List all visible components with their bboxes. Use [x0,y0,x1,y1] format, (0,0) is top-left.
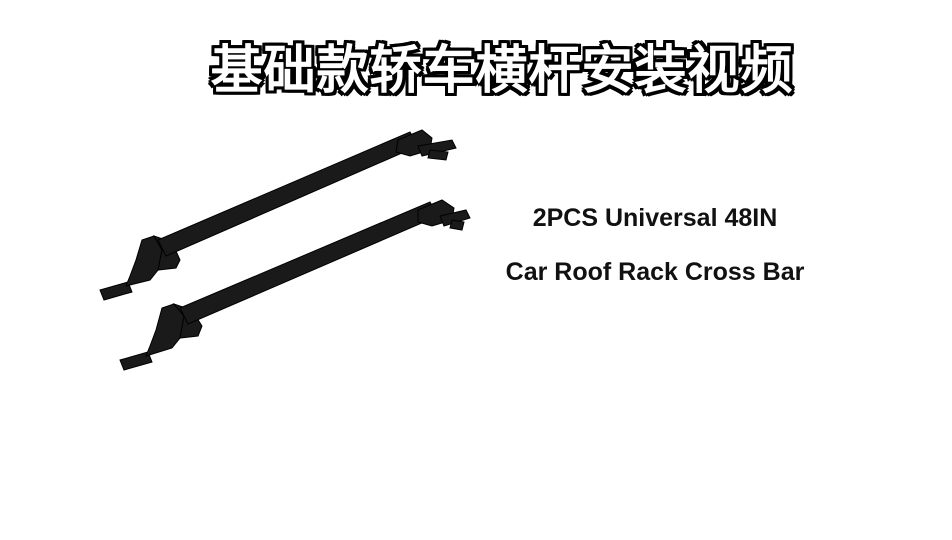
upper-cross-bar [99,129,457,301]
product-title-line2: Car Roof Rack Cross Bar [505,258,805,286]
video-caption: 基础款轿车横杆安装视频 [210,41,794,101]
product-title-line1: 2PCS Universal 48IN [532,204,778,232]
roof-rack-image [99,129,471,371]
product-title-block: 2PCS Universal 48IN Car Roof Rack Cross … [460,196,850,296]
lower-cross-bar [119,199,471,371]
